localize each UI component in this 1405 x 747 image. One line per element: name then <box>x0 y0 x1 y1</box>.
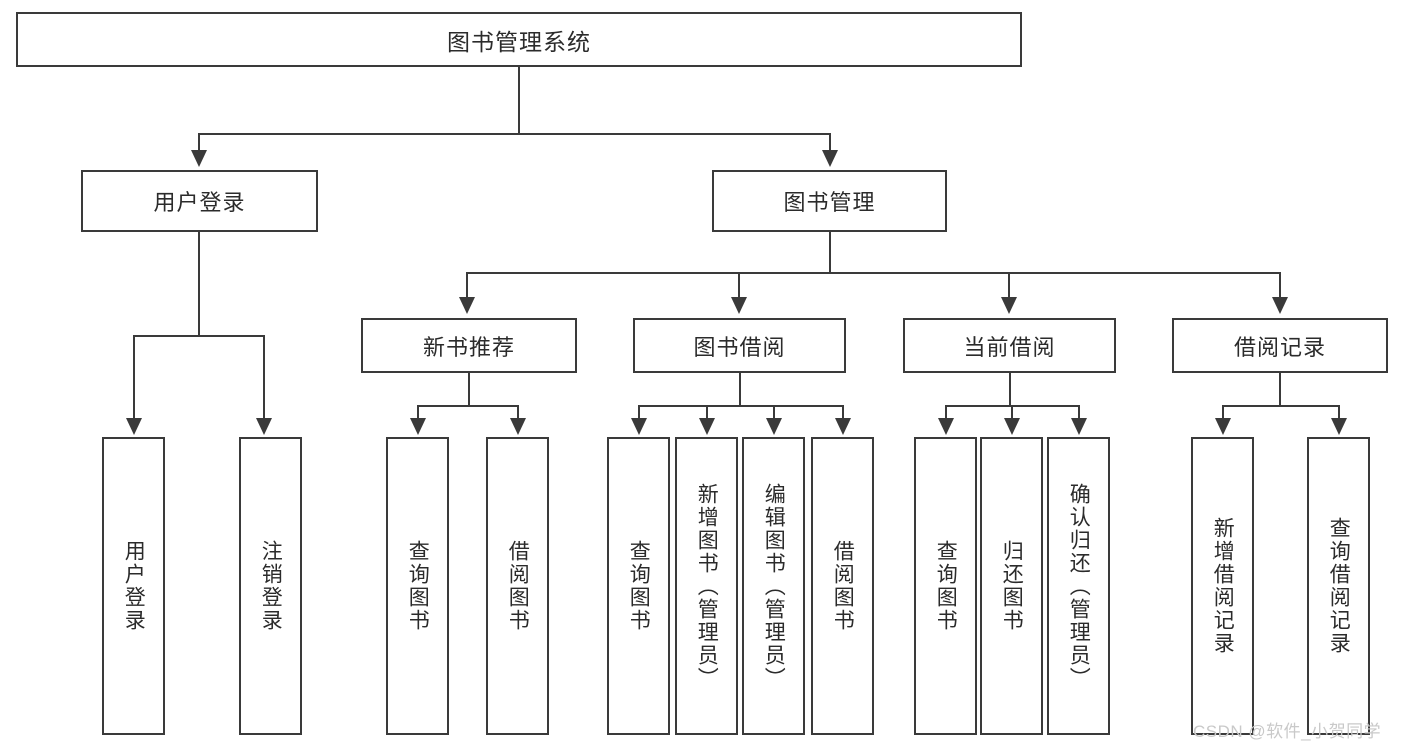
arrow-book-mgmt-to-borrow-icon <box>731 297 747 314</box>
node-label: 编辑图书（管理员） <box>762 482 786 690</box>
arrow-book-mgmt-to-new-book-icon <box>459 297 475 314</box>
node-label: 新增图书（管理员） <box>695 482 719 690</box>
connector-book-mgmt-to-borrow <box>738 272 740 299</box>
node-label: 借阅图书 <box>506 540 530 632</box>
node-label: 注销登录 <box>259 540 283 632</box>
node-root-library-system[interactable]: 图书管理系统 <box>16 12 1022 67</box>
arrow-book-mgmt-to-record-icon <box>1272 297 1288 314</box>
arrow-borrow-record-leaf-1-icon <box>1215 418 1231 435</box>
node-new-book-recommend[interactable]: 新书推荐 <box>361 318 577 373</box>
node-label: 查询图书 <box>627 540 651 632</box>
connector-book-mgmt-bus <box>466 272 1281 274</box>
connector-user-login-bus <box>133 335 265 337</box>
arrow-borrow-record-leaf-2-icon <box>1331 418 1347 435</box>
connector-current-borrow-3 <box>1078 405 1080 420</box>
node-borrow-record[interactable]: 借阅记录 <box>1172 318 1388 373</box>
arrow-root-to-user-login-icon <box>191 150 207 167</box>
arrow-user-login-leaf-1-icon <box>126 418 142 435</box>
node-book-management[interactable]: 图书管理 <box>712 170 947 232</box>
connector-borrow-record-stem <box>1279 373 1281 405</box>
connector-book-borrow-bus <box>638 405 844 407</box>
leaf-borrow-record-2[interactable]: 查询借阅记录 <box>1307 437 1370 735</box>
connector-current-borrow-stem <box>1009 373 1011 405</box>
arrow-current-borrow-leaf-2-icon <box>1004 418 1020 435</box>
node-label: 确认归还（管理员） <box>1067 482 1091 690</box>
arrow-current-borrow-leaf-1-icon <box>938 418 954 435</box>
connector-root-stem <box>518 67 520 133</box>
connector-new-book-left <box>417 405 419 420</box>
connector-new-book-stem <box>468 373 470 405</box>
leaf-book-borrow-4[interactable]: 借阅图书 <box>811 437 874 735</box>
node-label: 用户登录 <box>122 540 146 632</box>
connector-new-book-bus <box>417 405 518 407</box>
arrow-new-book-leaf-1-icon <box>410 418 426 435</box>
connector-current-borrow-1 <box>945 405 947 420</box>
node-label: 图书管理 <box>783 190 876 215</box>
node-label: 当前借阅 <box>963 334 1056 360</box>
arrow-user-login-leaf-2-icon <box>256 418 272 435</box>
connector-book-borrow-1 <box>638 405 640 420</box>
arrow-current-borrow-leaf-3-icon <box>1071 418 1087 435</box>
connector-root-to-book-mgmt <box>829 133 831 153</box>
connector-book-mgmt-to-new-book <box>466 272 468 299</box>
connector-book-borrow-3 <box>773 405 775 420</box>
node-label: 用户登录 <box>153 190 246 215</box>
leaf-user-login-2[interactable]: 注销登录 <box>239 437 302 735</box>
leaf-borrow-record-1[interactable]: 新增借阅记录 <box>1191 437 1254 735</box>
leaf-current-borrow-3[interactable]: 确认归还（管理员） <box>1047 437 1110 735</box>
connector-book-borrow-4 <box>842 405 844 420</box>
connector-book-borrow-stem <box>739 373 741 405</box>
leaf-new-book-2[interactable]: 借阅图书 <box>486 437 549 735</box>
node-label: 归还图书 <box>1000 540 1024 632</box>
node-label: 图书管理系统 <box>447 28 591 55</box>
connector-borrow-record-right <box>1338 405 1340 420</box>
connector-user-login-stem <box>198 232 200 335</box>
connector-new-book-right <box>517 405 519 420</box>
connector-book-mgmt-to-record <box>1279 272 1281 299</box>
node-label: 查询图书 <box>934 540 958 632</box>
leaf-user-login-1[interactable]: 用户登录 <box>102 437 165 735</box>
leaf-new-book-1[interactable]: 查询图书 <box>386 437 449 735</box>
leaf-current-borrow-1[interactable]: 查询图书 <box>914 437 977 735</box>
node-user-login[interactable]: 用户登录 <box>81 170 318 232</box>
arrow-book-borrow-leaf-3-icon <box>766 418 782 435</box>
connector-borrow-record-bus <box>1222 405 1339 407</box>
leaf-book-borrow-3[interactable]: 编辑图书（管理员） <box>742 437 805 735</box>
node-label: 新书推荐 <box>422 334 515 360</box>
node-label: 借阅记录 <box>1233 334 1326 360</box>
connector-borrow-record-left <box>1222 405 1224 420</box>
connector-current-borrow-2 <box>1011 405 1013 420</box>
arrow-book-borrow-leaf-4-icon <box>835 418 851 435</box>
connector-book-borrow-2 <box>706 405 708 420</box>
csdn-watermark: CSDN @软件_小贺同学 <box>1193 722 1382 741</box>
leaf-book-borrow-2[interactable]: 新增图书（管理员） <box>675 437 738 735</box>
arrow-book-borrow-leaf-1-icon <box>631 418 647 435</box>
node-label: 借阅图书 <box>831 540 855 632</box>
arrow-root-to-book-mgmt-icon <box>822 150 838 167</box>
node-label: 新增借阅记录 <box>1211 517 1235 655</box>
node-book-borrow[interactable]: 图书借阅 <box>633 318 846 373</box>
node-current-borrow[interactable]: 当前借阅 <box>903 318 1116 373</box>
connector-user-login-left <box>133 335 135 420</box>
connector-book-mgmt-stem <box>829 232 831 272</box>
arrow-book-borrow-leaf-2-icon <box>699 418 715 435</box>
leaf-current-borrow-2[interactable]: 归还图书 <box>980 437 1043 735</box>
connector-user-login-right <box>263 335 265 420</box>
arrow-book-mgmt-to-current-icon <box>1001 297 1017 314</box>
node-label: 查询借阅记录 <box>1327 517 1351 655</box>
connector-root-to-user-login <box>198 133 200 153</box>
leaf-book-borrow-1[interactable]: 查询图书 <box>607 437 670 735</box>
node-label: 图书借阅 <box>693 334 786 360</box>
connector-root-bus <box>198 133 831 135</box>
arrow-new-book-leaf-2-icon <box>510 418 526 435</box>
connector-book-mgmt-to-current <box>1008 272 1010 299</box>
node-label: 查询图书 <box>406 540 430 632</box>
